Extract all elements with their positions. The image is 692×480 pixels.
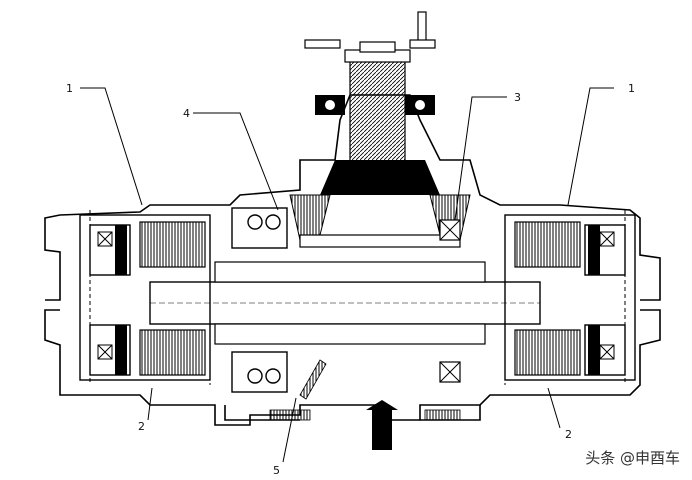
right-clutch-pack xyxy=(504,210,636,385)
leader-lines xyxy=(80,87,614,463)
callout-5: 5 xyxy=(273,464,280,477)
housing xyxy=(44,94,661,426)
input-gear xyxy=(304,11,436,171)
actuator-right xyxy=(439,219,461,383)
callout-3: 3 xyxy=(514,91,521,104)
bevel-gear-set xyxy=(289,160,471,248)
callout-2-right: 2 xyxy=(565,428,572,441)
callout-2-left: 2 xyxy=(138,420,145,433)
center-shaft xyxy=(149,261,541,345)
watermark: 头条 @申酉车 xyxy=(585,449,680,467)
springs xyxy=(269,359,461,421)
callout-1-right: 1 xyxy=(628,82,635,95)
callout-1-left: 1 xyxy=(66,82,73,95)
callout-4: 4 xyxy=(183,107,190,120)
left-clutch-pack xyxy=(79,210,211,385)
actuator-left xyxy=(231,207,288,393)
output-flange xyxy=(366,400,398,450)
